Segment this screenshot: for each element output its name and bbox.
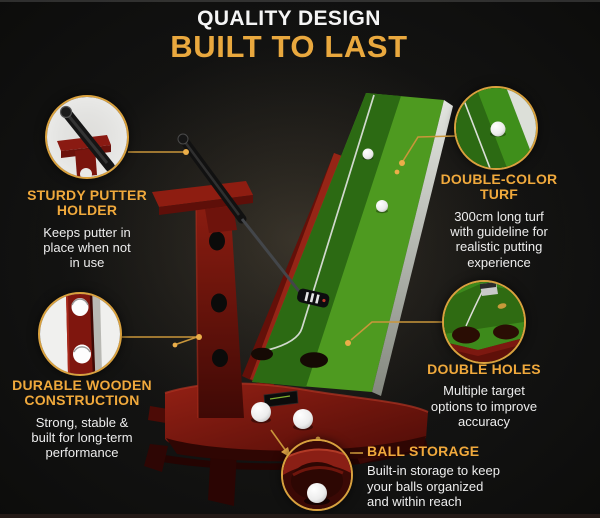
callout-ball-storage: BALL STORAGE Built-in storage to keep yo…	[367, 443, 542, 510]
stored-golf-ball	[307, 483, 327, 503]
callout-body: 300cm long turf with guideline for reali…	[450, 208, 548, 270]
connector-ball-storage-left	[270, 429, 287, 452]
hole-left	[452, 326, 480, 344]
callout-heading: BALL STORAGE	[367, 443, 480, 459]
title-quality-design: QUALITY DESIGN	[197, 7, 381, 30]
putting-hole-left	[251, 347, 273, 361]
callout-double-holes: DOUBLE HOLES Multiple target options to …	[414, 361, 554, 430]
photo-edge-bottom	[0, 514, 600, 518]
putter-holder-detail-photo	[45, 95, 129, 179]
wooden-construction-detail-photo	[38, 292, 122, 376]
connector-lines	[122, 135, 456, 454]
callout-heading: DOUBLE-COLOR TURF	[440, 171, 558, 203]
hole-right	[493, 324, 519, 340]
callout-double-color-turf: DOUBLE-COLOR TURF 300cm long turf with g…	[424, 171, 574, 270]
putting-hole-right	[300, 352, 328, 368]
putter-head	[297, 288, 330, 308]
golf-ball-on-turf-2	[376, 200, 388, 212]
callout-wooden-construction: DURABLE WOODEN CONSTRUCTION Strong, stab…	[2, 377, 162, 461]
photo-edge-top	[0, 0, 600, 2]
callout-heading: DURABLE WOODEN CONSTRUCTION	[12, 377, 152, 409]
callout-heading: DOUBLE HOLES	[427, 361, 541, 377]
double-color-turf-detail-photo	[454, 86, 538, 170]
callout-body: Multiple target options to improve accur…	[430, 383, 538, 430]
callout-body: Built-in storage to keep your balls orga…	[367, 463, 500, 510]
golf-ball-in-base-2	[293, 409, 313, 429]
callout-heading: STURDY PUTTER HOLDER	[27, 187, 147, 219]
putter	[177, 133, 330, 308]
header: QUALITY DESIGN BUILT TO LAST	[0, 7, 578, 64]
connector-holes	[350, 321, 442, 341]
title-built-to-last: BUILT TO LAST	[170, 29, 408, 65]
golf-ball-in-base-1	[251, 402, 271, 422]
callout-body: Strong, stable & built for long-term per…	[31, 414, 133, 461]
golf-ball-on-turf-1	[362, 148, 374, 160]
callout-putter-holder: STURDY PUTTER HOLDER Keeps putter in pla…	[12, 187, 162, 271]
putter-holder-stand	[152, 181, 253, 419]
golf-ball	[490, 121, 506, 137]
connector-turf	[402, 135, 456, 162]
ball-storage-detail-photo	[281, 439, 353, 511]
turf-guideline	[267, 94, 375, 351]
double-holes-detail-photo	[442, 280, 526, 364]
callout-body: Keeps putter in place when not in use	[43, 224, 131, 271]
